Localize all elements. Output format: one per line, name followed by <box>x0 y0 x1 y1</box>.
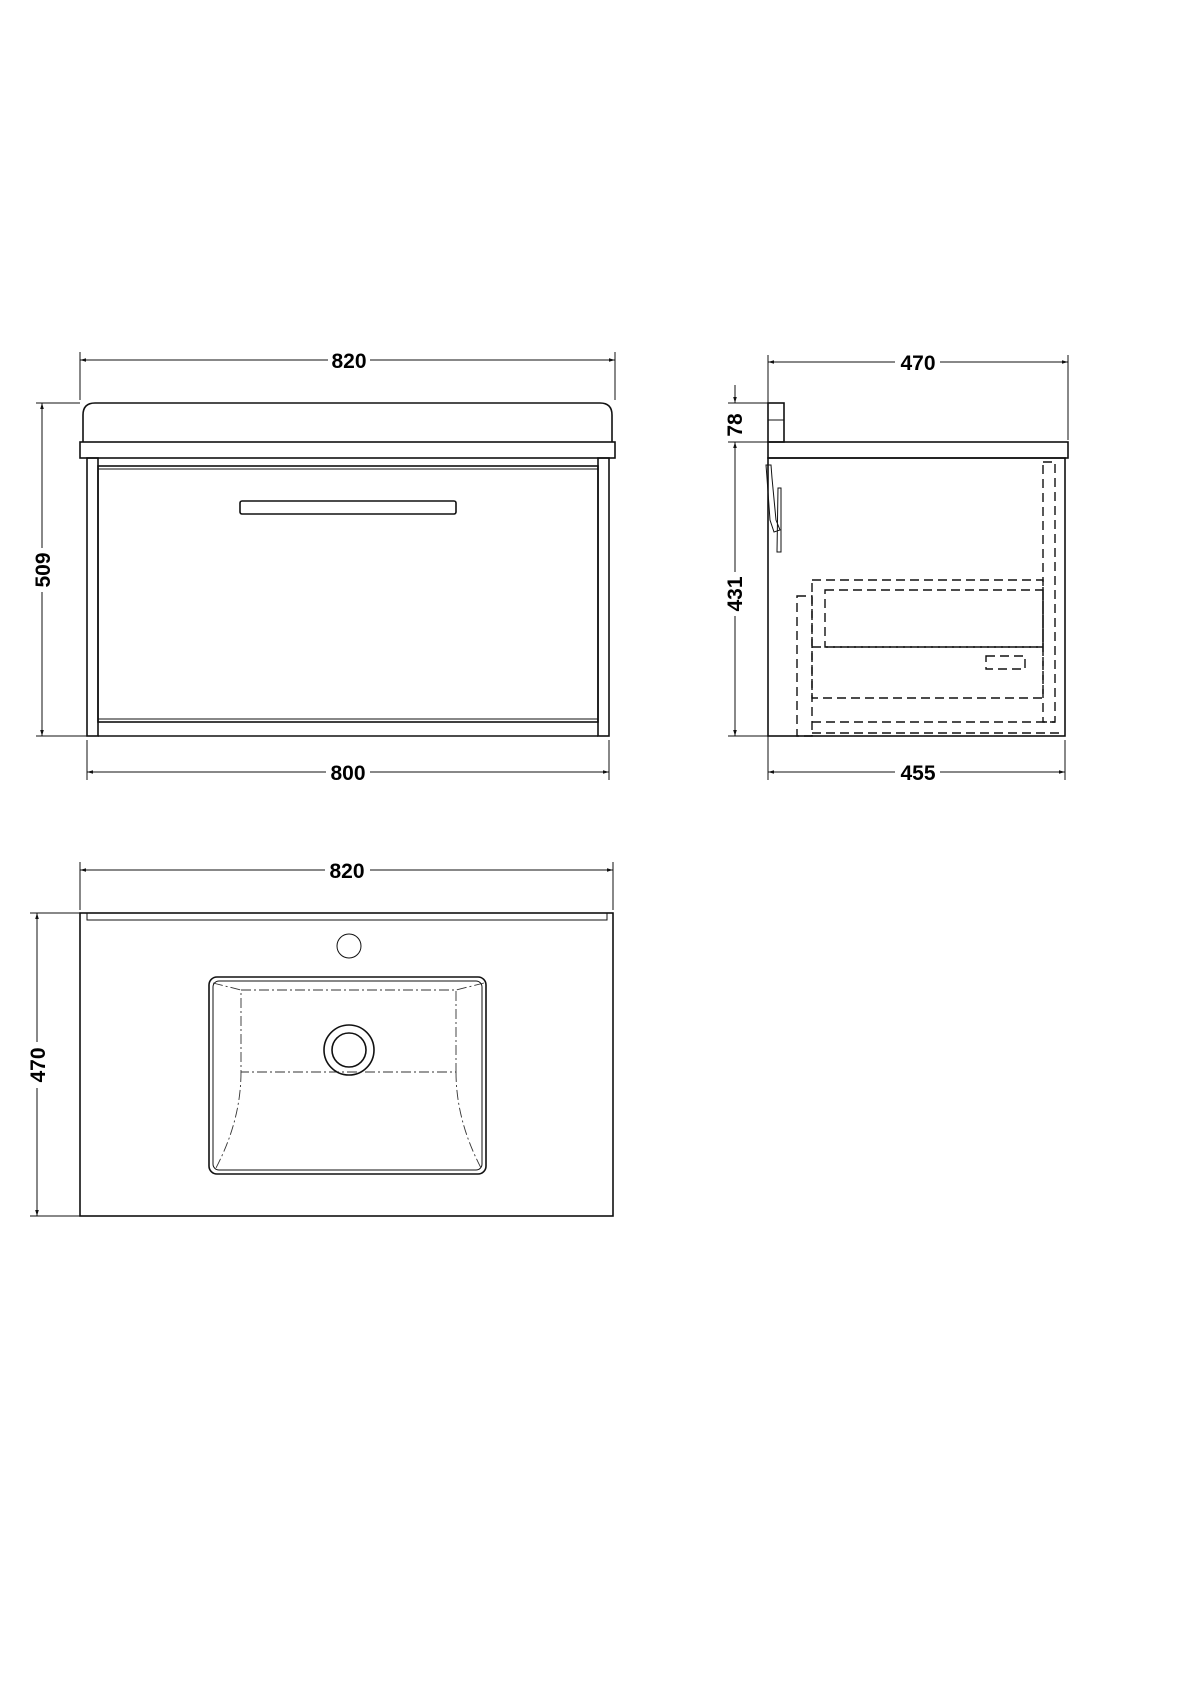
drawer-box-hidden <box>811 579 1044 699</box>
right-post <box>597 457 610 737</box>
basin-top-outline <box>79 912 614 1217</box>
side-countertop <box>767 441 1069 459</box>
splashback <box>82 402 613 442</box>
countertop <box>79 441 616 459</box>
hidden-handle <box>985 655 1026 670</box>
dim-splashback-height: 78 <box>724 413 747 437</box>
back-upstand <box>86 913 608 921</box>
back-panel-hidden <box>1042 461 1056 723</box>
top-view: 820 470 <box>27 860 614 1217</box>
basin-floor-hidden <box>240 989 457 1073</box>
front-view: 820 509 800 <box>32 350 616 785</box>
waste-outlet <box>323 1024 375 1076</box>
dim-cabinet-depth: 455 <box>900 762 935 785</box>
dim-top-depth: 470 <box>27 1047 50 1082</box>
drawer-front <box>97 465 599 723</box>
tap-hole <box>336 933 362 959</box>
dim-cabinet-height: 431 <box>724 576 747 611</box>
dim-top-width: 820 <box>329 860 364 883</box>
basin-bowl-outer <box>208 976 487 1175</box>
side-view: 470 78 431 455 <box>724 352 1069 785</box>
drawer-handle <box>239 500 457 515</box>
side-splashback <box>767 402 785 443</box>
dim-front-width: 820 <box>331 350 366 373</box>
dim-carcass-width: 800 <box>330 762 365 785</box>
dim-side-depth: 470 <box>900 352 935 375</box>
left-post <box>86 457 99 737</box>
dim-front-height: 509 <box>32 552 55 587</box>
